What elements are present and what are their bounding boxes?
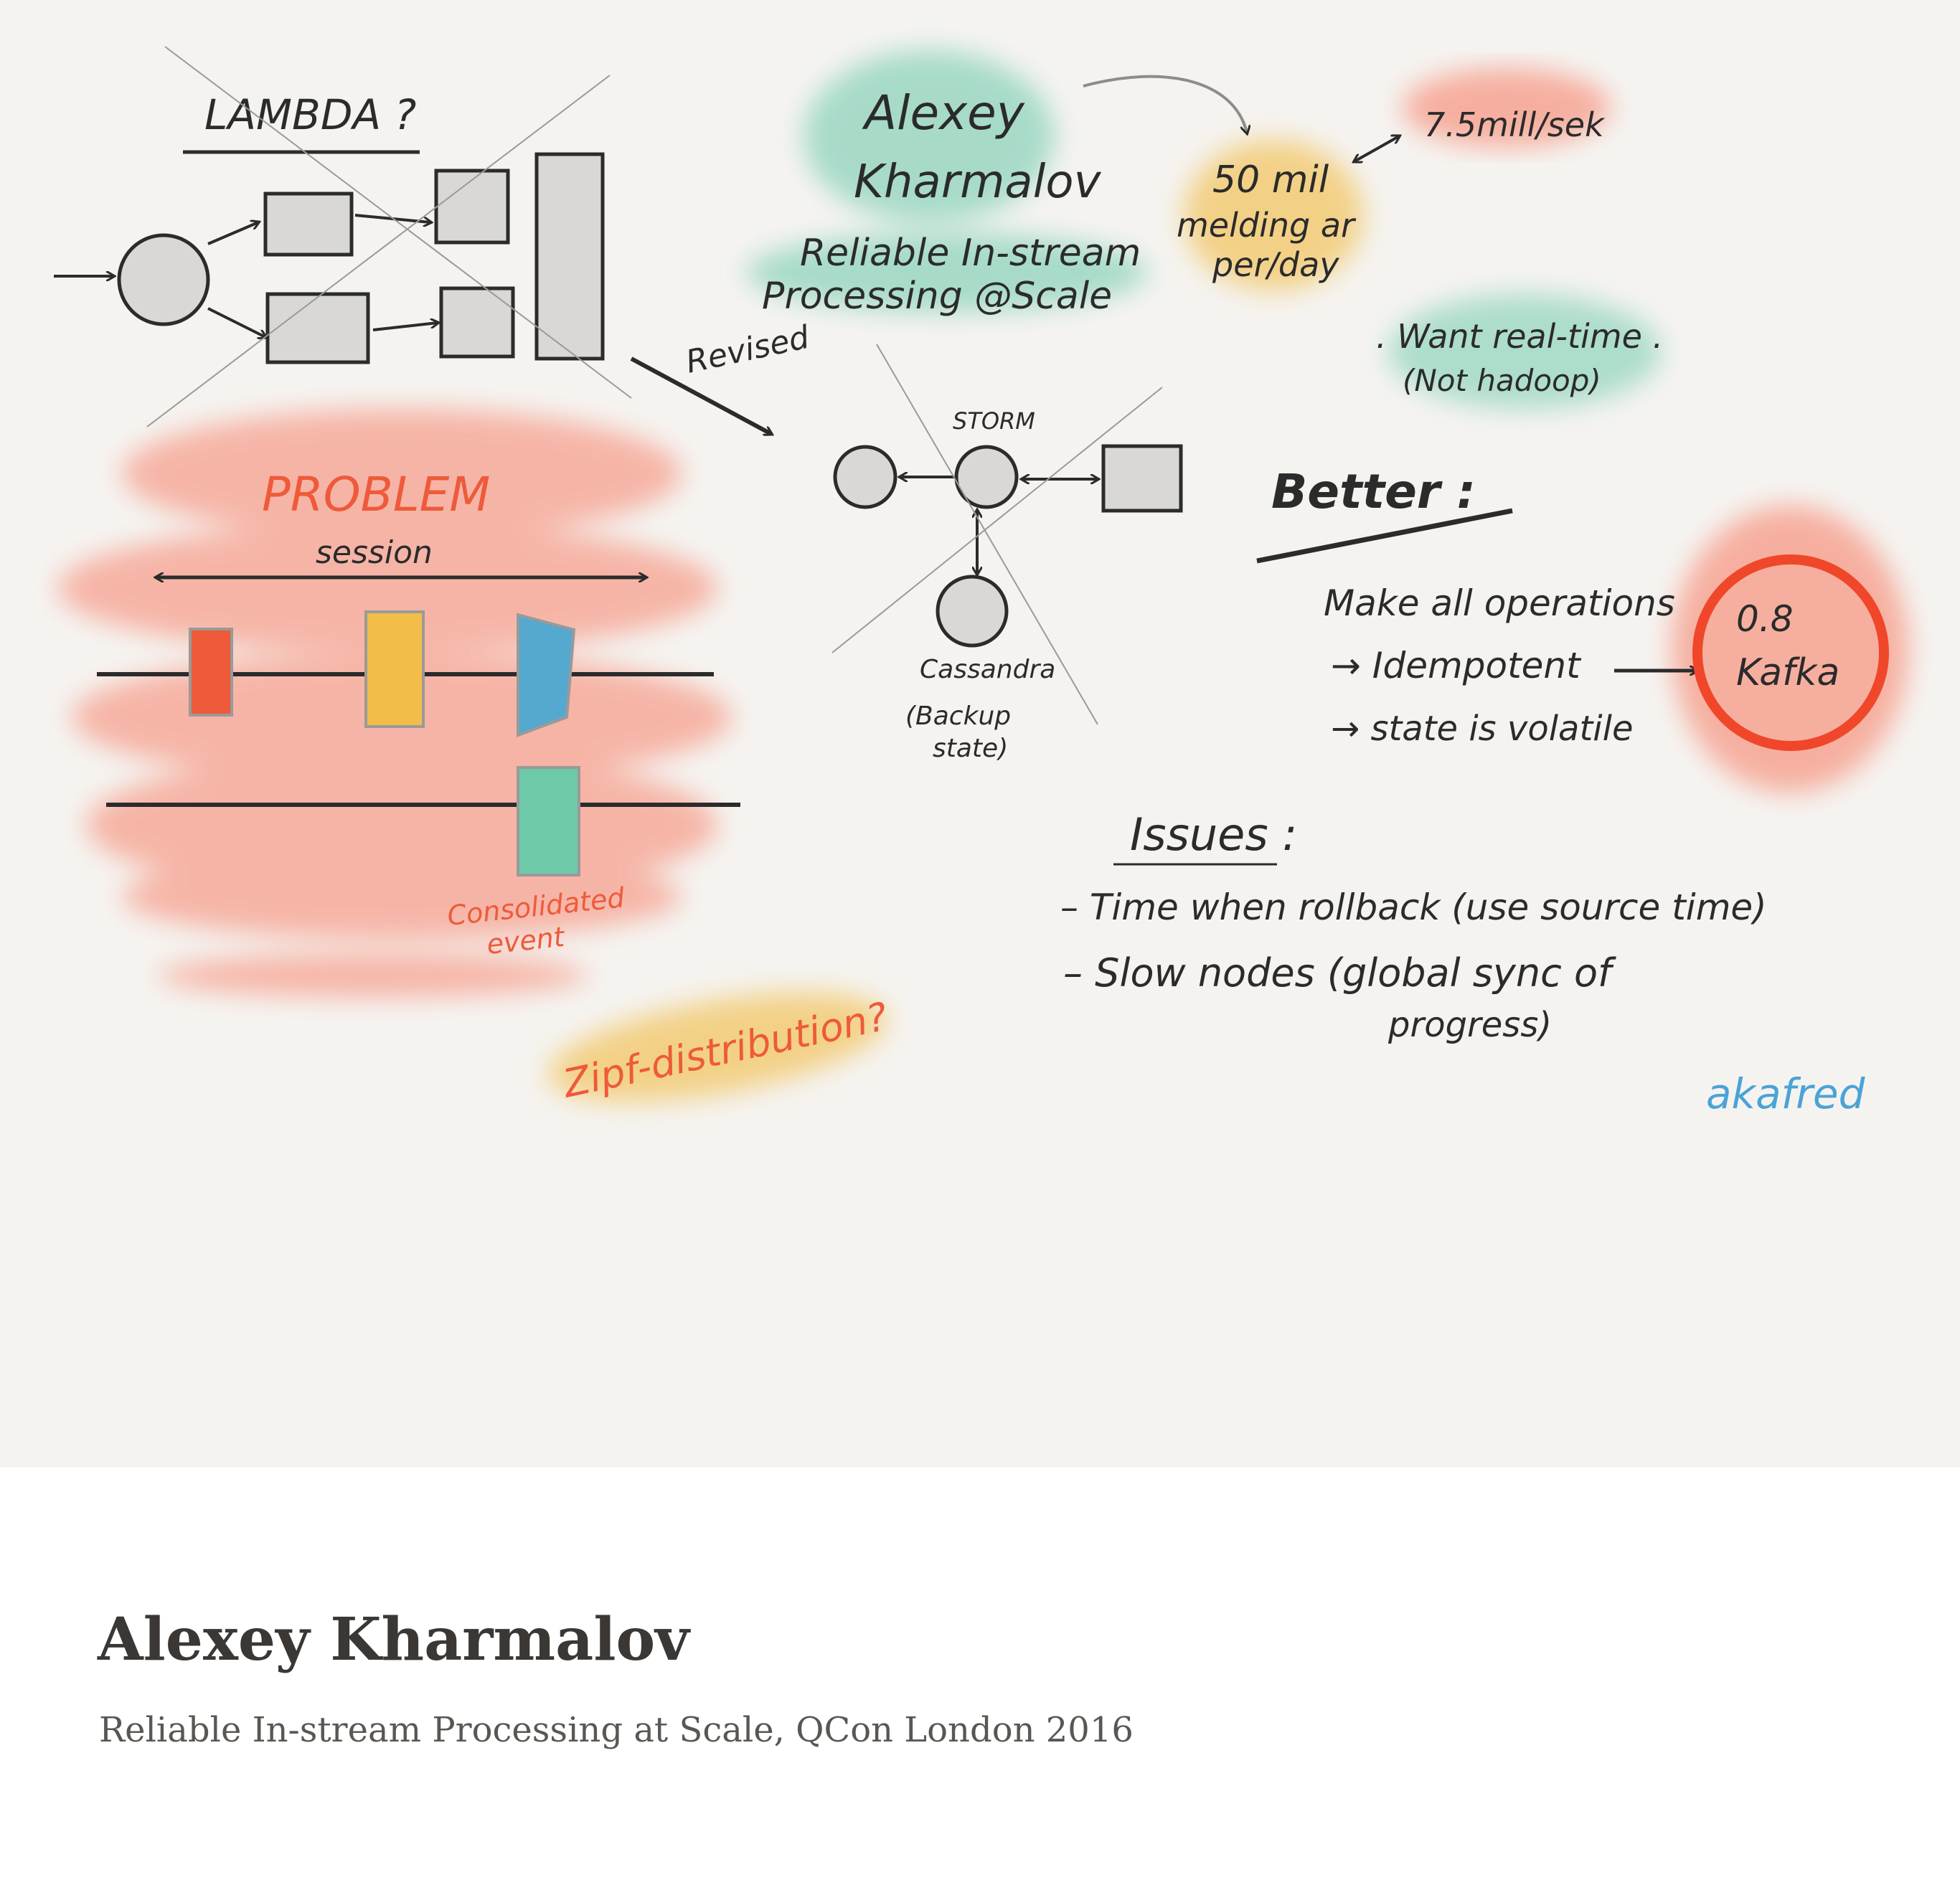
kafka-circle xyxy=(1692,554,1889,751)
lambda-heading: LAMBDA ? xyxy=(204,90,416,139)
stat-events-line2: melding ar xyxy=(1177,206,1357,245)
better-line1: Make all operations xyxy=(1324,582,1675,624)
stats-rate-arrow xyxy=(1354,136,1399,161)
caption-panel xyxy=(0,1468,1960,1895)
author-name-line1: Alexey xyxy=(862,85,1025,141)
author-to-stats-arrow xyxy=(1083,75,1247,133)
cassandra-label: Cassandra xyxy=(920,655,1055,684)
stats-yellow-wash xyxy=(1184,140,1363,290)
better-heading: Better : xyxy=(1271,464,1476,519)
issues-heading: Issues : xyxy=(1130,808,1297,861)
kafka-line1: 0.8 xyxy=(1736,598,1794,640)
problem-diagram: PROBLEM session Consolidated event xyxy=(97,467,740,960)
talk-title-line1: Reliable In-stream xyxy=(800,232,1141,275)
caption-subtitle: Reliable In-stream Processing at Scale, … xyxy=(99,1710,1134,1750)
issue2-line1: – Slow nodes (global sync of xyxy=(1063,950,1616,996)
stat-rate: 7.5mill/sek xyxy=(1424,105,1606,144)
want-realtime-line2: (Not hadoop) xyxy=(1403,363,1601,398)
backup-state-line1: (Backup xyxy=(905,701,1011,731)
storm-label: STORM xyxy=(953,407,1035,435)
better-line3: → state is volatile xyxy=(1331,709,1633,749)
caption-title: Alexey Kharmalov xyxy=(98,1605,689,1674)
stat-events-line1: 50 mil xyxy=(1212,159,1329,202)
revised-label: Revised xyxy=(683,319,814,381)
event-block-teal xyxy=(517,766,580,876)
event-block-red xyxy=(189,628,233,717)
rate-red-wash xyxy=(1403,68,1611,147)
problem-heading: PROBLEM xyxy=(262,467,490,522)
sketchnote: LAMBDA ? Revised STORM Cassandra (Backup… xyxy=(0,0,1960,1468)
issue1: – Time when rollback (use source time) xyxy=(1060,887,1767,928)
talk-title-line2: Processing @Scale xyxy=(762,275,1112,318)
better-underline xyxy=(1256,508,1513,564)
event-block-yellow xyxy=(364,610,425,728)
realtime-teal-wash xyxy=(1388,294,1661,409)
revised-arrow xyxy=(630,356,771,434)
author-teal-wash xyxy=(746,50,1148,312)
better-line2: → Idempotent xyxy=(1331,645,1582,686)
stat-events-line3: per/day xyxy=(1212,245,1339,284)
issue2-line2: progress) xyxy=(1387,1005,1552,1045)
storm-topology: STORM Cassandra (Backup state) xyxy=(831,344,1183,763)
lambda-diagram: LAMBDA ? xyxy=(54,46,632,427)
backup-state-line2: state) xyxy=(933,734,1008,763)
sketchnote-drawing: LAMBDA ? Revised STORM Cassandra (Backup… xyxy=(54,46,1908,1118)
author-name-line2: Kharmalov xyxy=(854,156,1102,209)
want-realtime-line1: . Want real-time . xyxy=(1376,317,1663,356)
session-label: session xyxy=(316,534,433,571)
zipf-yellow-wash xyxy=(547,992,887,1102)
kafka-line2: Kafka xyxy=(1736,651,1839,694)
signature: akafred xyxy=(1706,1069,1866,1118)
event-block-blue xyxy=(517,613,576,737)
